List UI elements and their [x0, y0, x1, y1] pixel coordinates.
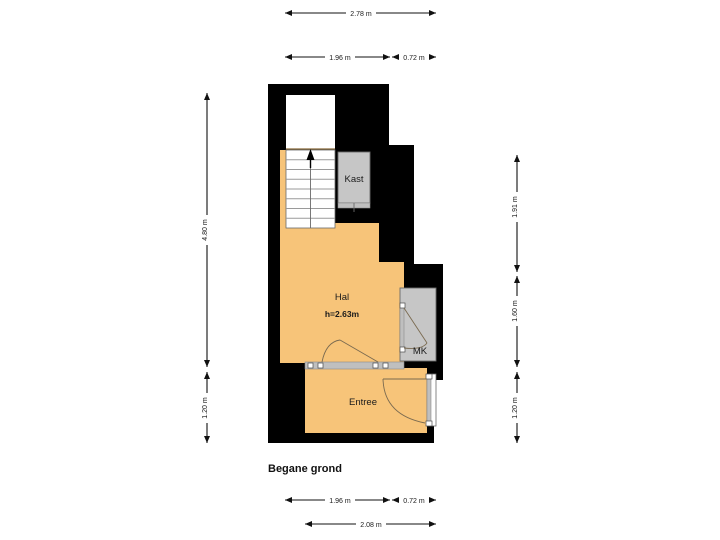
up-arrow-icon	[306, 149, 315, 168]
room-mk: MK	[399, 287, 437, 362]
dim-bottom-outer-0: 2.08 m	[360, 522, 382, 529]
room-label-mk: MK	[413, 346, 428, 357]
front-door	[382, 373, 437, 427]
door-hal-entree	[304, 339, 405, 370]
dim-left-1: 1.20 m	[202, 397, 209, 419]
plan-title: Begane grond	[268, 463, 342, 475]
room-entree: Entree	[305, 368, 427, 433]
dim-right-1: 1.60 m	[512, 300, 519, 322]
dim-top-inner-1: 0.72 m	[403, 55, 425, 62]
top-dimension-inner: 1.96 m 0.72 m	[285, 51, 436, 63]
room-label-entree: Entree	[349, 397, 377, 408]
room-label-kast: Kast	[344, 174, 363, 185]
dim-right-0: 1.91 m	[512, 196, 519, 218]
right-dimension-group: 1.91 m 1.60 m 1.20 m	[511, 155, 523, 443]
stair-void-area	[286, 95, 335, 150]
hal-labels: Hal h=2.63m	[325, 292, 360, 319]
dim-top-inner-0: 1.96 m	[329, 55, 351, 62]
bottom-dimension-outer: 2.08 m	[305, 518, 436, 530]
bottom-dimension-inner: 1.96 m 0.72 m	[285, 494, 436, 506]
left-dimension-group: 4.80 m 1.20 m	[201, 93, 213, 443]
top-dimension-outer: 2.78 m	[285, 7, 436, 19]
dim-bottom-inner-0: 1.96 m	[329, 498, 351, 505]
room-label-hal: Hal	[335, 292, 349, 303]
room-height-hal: h=2.63m	[325, 309, 360, 319]
dim-top-outer-0: 2.78 m	[350, 11, 372, 18]
dim-left-0: 4.80 m	[202, 219, 209, 241]
room-kast: Kast	[337, 151, 371, 212]
stairs	[285, 149, 336, 229]
dim-bottom-inner-1: 0.72 m	[403, 498, 425, 505]
dim-right-2: 1.20 m	[512, 397, 519, 419]
